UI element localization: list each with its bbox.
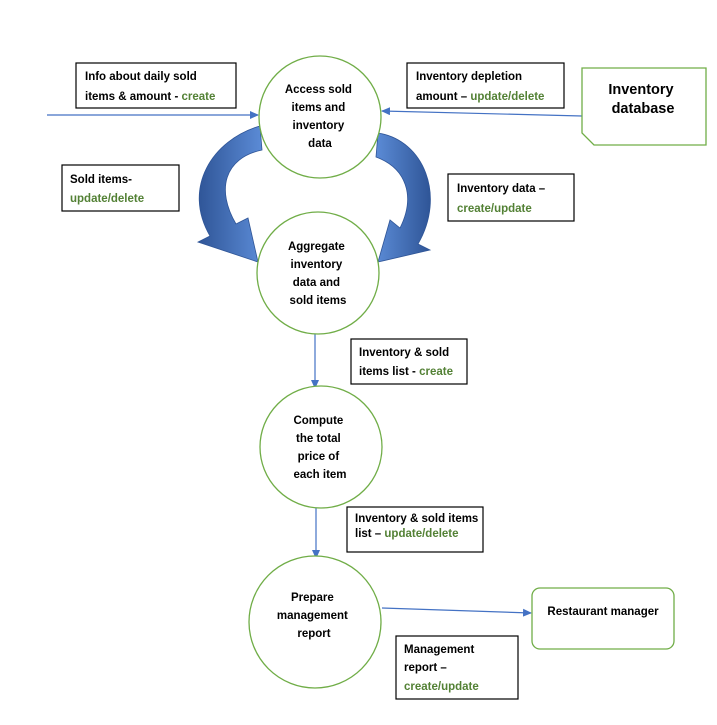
- op-create-update: create/update: [404, 681, 479, 693]
- process-access-sold-items: Access sold items and inventory data: [285, 84, 355, 150]
- curved-arrow-sold-items: [196, 125, 263, 263]
- restaurant-manager-box: [531, 587, 675, 650]
- flow-report-to-manager: [381, 607, 532, 617]
- note-inventory-data-box: [447, 173, 575, 222]
- op-update-delete: update/delete: [470, 91, 544, 103]
- process-prepare-report: Prepare management report: [277, 592, 351, 640]
- op-create: create: [181, 91, 215, 103]
- op-create-update: create/update: [457, 203, 532, 215]
- note-inventory-sold-list-create-box: [350, 338, 468, 385]
- note-inventory-sold-list-update: Inventory & sold items list – update/del…: [355, 513, 482, 540]
- note-inventory-sold-list-update-box: [346, 506, 484, 553]
- flow-inventory-depletion: [381, 107, 583, 117]
- process-compute: Compute the total price of each item: [293, 415, 346, 481]
- note-inventory-depletion-box: [406, 62, 565, 109]
- note-management-report: Management report – create/update: [404, 644, 479, 693]
- note-inventory-data: Inventory data – create/update: [457, 183, 548, 215]
- inventory-database-shape: [581, 67, 707, 146]
- note-daily-sold-items-box: [75, 62, 237, 109]
- process-compute-circle: [259, 385, 383, 509]
- note-inventory-depletion: Inventory depletion amount – update/dele…: [416, 71, 544, 103]
- restaurant-manager-label: Restaurant manager: [547, 606, 659, 618]
- curved-arrow-inventory-data: [375, 132, 432, 263]
- op-update-delete: update/delete: [384, 528, 458, 540]
- note-daily-sold-items: Info about daily sold items & amount - c…: [85, 71, 215, 103]
- process-aggregate: Aggregate inventory data and sold items: [288, 241, 348, 307]
- note-sold-items-box: [61, 164, 180, 212]
- process-prepare-report-circle: [248, 555, 382, 689]
- note-management-report-box: [395, 635, 519, 700]
- note-sold-items: Sold items- update/delete: [70, 174, 144, 205]
- op-update-delete: update/delete: [70, 193, 144, 205]
- inventory-database-label: Inventory database: [608, 82, 677, 117]
- process-access-sold-items-circle: [258, 55, 382, 179]
- op-create: create: [419, 366, 453, 378]
- note-inventory-sold-list-create: Inventory & sold items list - create: [359, 347, 453, 378]
- process-aggregate-circle: [256, 211, 380, 335]
